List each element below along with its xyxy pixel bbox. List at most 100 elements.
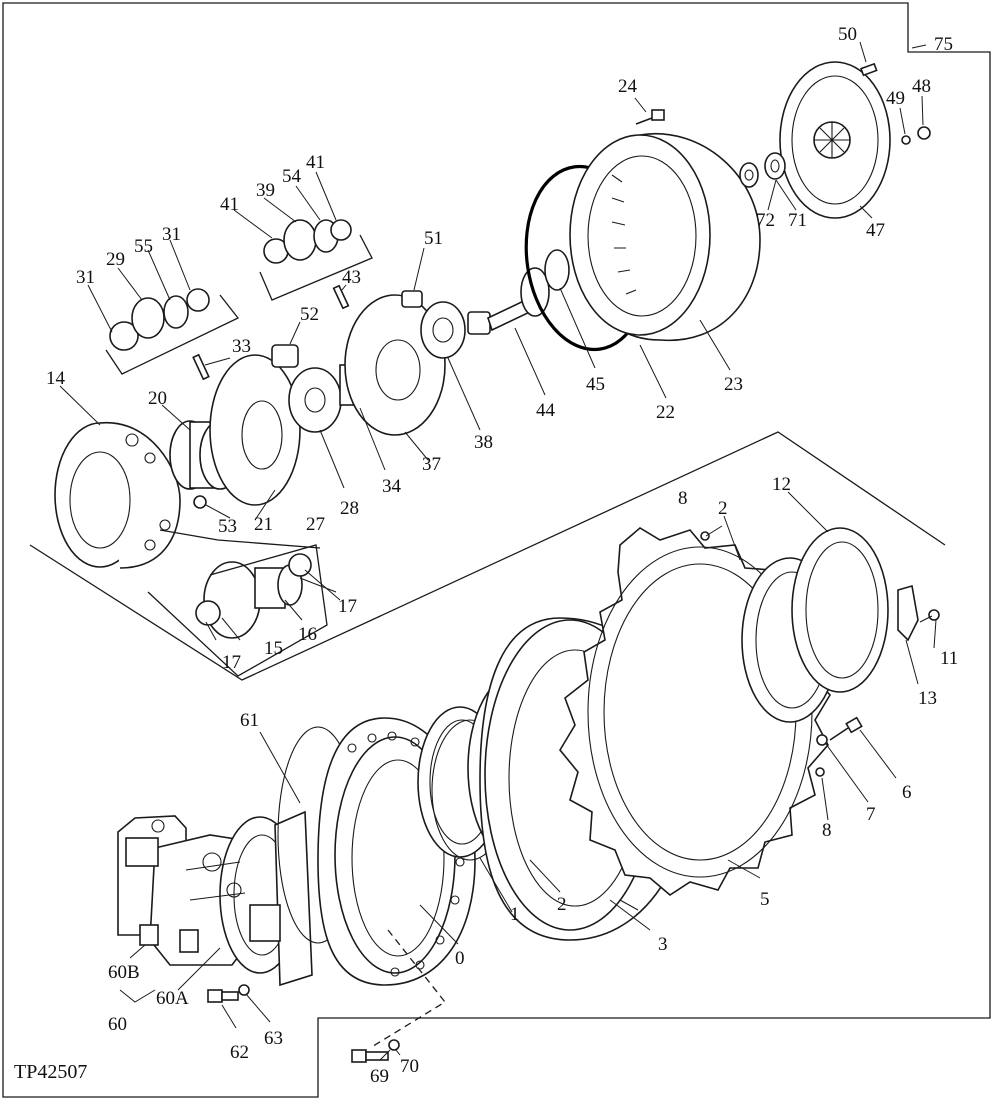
- callout-41-right: 41: [306, 152, 325, 173]
- callout-16: 16: [298, 624, 317, 645]
- bolt-24: [635, 109, 665, 125]
- callout-7: 7: [866, 804, 876, 825]
- washer-7: [816, 734, 828, 746]
- planet-set-39-bracket: [259, 234, 373, 301]
- callout-44: 44: [536, 400, 556, 421]
- cover-ring-12: [791, 527, 889, 693]
- callout-33: 33: [232, 336, 251, 357]
- planet-gear-set-29: [109, 288, 210, 351]
- callout-15: 15: [264, 638, 283, 659]
- callout-39: 39: [256, 180, 275, 201]
- travel-motor-60: [117, 810, 313, 987]
- callout-23: 23: [724, 374, 743, 395]
- callout-60: 60: [108, 1014, 127, 1035]
- pin-43: [332, 284, 350, 310]
- callout-45: 45: [586, 374, 605, 395]
- leader-lines: [59, 41, 937, 1061]
- callout-70: 70: [400, 1056, 419, 1077]
- ring-gear-23: [569, 132, 761, 342]
- bolt-11: [919, 609, 940, 623]
- thrust-washer-38: [420, 301, 466, 359]
- callout-22: 22: [656, 402, 675, 423]
- callout-2-lower: 2: [557, 894, 567, 915]
- callout-3: 3: [658, 934, 668, 955]
- callout-0: 0: [455, 948, 465, 969]
- callout-34: 34: [382, 476, 402, 497]
- bearing-72: [739, 162, 759, 188]
- callout-49: 49: [886, 88, 905, 109]
- bolt-62: [207, 989, 239, 1003]
- callout-48: 48: [912, 76, 931, 97]
- callout-31-right: 31: [162, 224, 181, 245]
- callout-12: 12: [772, 474, 791, 495]
- callout-60B: 60B: [108, 962, 140, 983]
- callout-37: 37: [422, 454, 441, 475]
- callout-5: 5: [760, 889, 770, 910]
- callout-2-upper: 2: [718, 498, 728, 519]
- callout-60A: 60A: [156, 988, 189, 1009]
- callout-51: 51: [424, 228, 443, 249]
- bolt-6: [829, 716, 863, 741]
- plug-48: [917, 126, 931, 140]
- carrier-27: [209, 354, 301, 506]
- callout-17-right: 17: [338, 596, 357, 617]
- pin-8-lower: [815, 767, 825, 777]
- callout-69: 69: [370, 1066, 389, 1087]
- callout-41-left: 41: [220, 194, 239, 215]
- callout-13: 13: [918, 688, 937, 709]
- callout-54: 54: [282, 166, 302, 187]
- pin-8-upper: [700, 531, 710, 541]
- lower-planet-bracket: [147, 544, 328, 677]
- callout-labels: 0 1 2 2 3 5 6 7 8 8 11 12 13 14 15 16 17…: [46, 24, 958, 1087]
- assembly-dashed-leader: [369, 929, 446, 1049]
- callout-47: 47: [866, 220, 885, 241]
- callout-17-left: 17: [222, 652, 241, 673]
- pin-50: [860, 62, 878, 77]
- lower-planet-bracket-inner: [159, 529, 321, 549]
- callout-71: 71: [788, 210, 807, 231]
- bolt-69: [351, 1049, 389, 1063]
- callout-8-upper: 8: [678, 488, 688, 509]
- callout-55: 55: [134, 236, 153, 257]
- bearing-71: [764, 152, 786, 180]
- lock-plate-13: [897, 584, 919, 642]
- figure-reference: TP42507: [14, 1061, 87, 1083]
- callout-28: 28: [340, 498, 359, 519]
- callout-72: 72: [756, 210, 775, 231]
- callout-63: 63: [264, 1028, 283, 1049]
- callout-62: 62: [230, 1042, 249, 1063]
- callout-38: 38: [474, 432, 493, 453]
- callout-20: 20: [148, 388, 167, 409]
- callout-31-left: 31: [76, 267, 95, 288]
- planet-gear-set-39: [263, 219, 352, 264]
- callout-53: 53: [218, 516, 237, 537]
- callout-1: 1: [510, 904, 520, 925]
- cover-47: [779, 61, 891, 219]
- washer-49: [901, 135, 911, 145]
- pin-51: [401, 290, 423, 308]
- callout-14: 14: [46, 368, 66, 389]
- pin-52: [271, 344, 299, 368]
- carrier-37: [344, 294, 446, 436]
- pin-53: [193, 495, 207, 509]
- callout-27: 27: [306, 514, 325, 535]
- callout-8-lower: 8: [822, 820, 832, 841]
- thrust-washer-28: [288, 367, 342, 433]
- callout-11: 11: [940, 648, 958, 669]
- callout-21: 21: [254, 514, 273, 535]
- callout-29: 29: [106, 249, 125, 270]
- pin-33: [192, 353, 210, 381]
- callout-61: 61: [240, 710, 259, 731]
- callout-43: 43: [342, 267, 361, 288]
- callout-50: 50: [838, 24, 857, 45]
- sun-gear-carrier-14: [54, 422, 181, 569]
- callout-24: 24: [618, 76, 638, 97]
- callout-6: 6: [902, 782, 912, 803]
- callout-52: 52: [300, 304, 319, 325]
- washer-63: [238, 984, 250, 996]
- planet-gear-set-15: [195, 553, 312, 639]
- callout-75: 75: [934, 34, 953, 55]
- gear-45: [544, 249, 570, 291]
